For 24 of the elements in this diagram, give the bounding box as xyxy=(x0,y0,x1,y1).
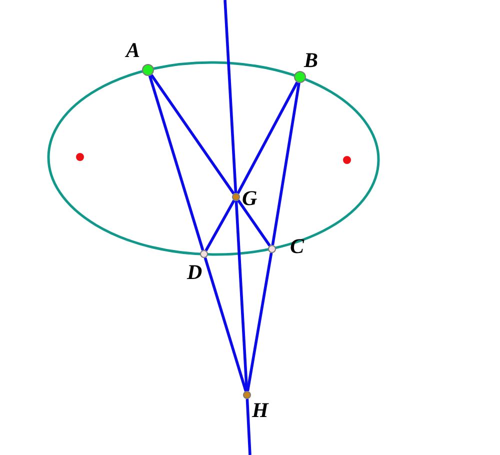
line-segment xyxy=(271,82,300,246)
point-dot xyxy=(243,391,251,399)
line-segment xyxy=(246,398,252,455)
point-dot xyxy=(200,250,208,258)
point-dot xyxy=(294,71,306,83)
point-label: D xyxy=(187,262,202,283)
line-segment xyxy=(148,75,204,251)
point-label: G xyxy=(242,188,258,209)
point-dot xyxy=(142,64,154,76)
line-segment xyxy=(224,0,238,194)
point-label: H xyxy=(252,400,268,421)
line-segment xyxy=(236,82,298,194)
point-label: A xyxy=(126,40,140,61)
line-segment xyxy=(204,200,236,252)
line-segment xyxy=(234,200,248,392)
focus-dot xyxy=(343,156,351,164)
line-segment xyxy=(237,200,271,246)
line-segment xyxy=(246,252,273,392)
line-segment xyxy=(204,257,248,392)
point-dot xyxy=(268,245,276,253)
point-label: B xyxy=(304,50,318,71)
point-dot xyxy=(232,193,240,201)
line-segment xyxy=(150,74,235,194)
focus-dot xyxy=(76,153,84,161)
